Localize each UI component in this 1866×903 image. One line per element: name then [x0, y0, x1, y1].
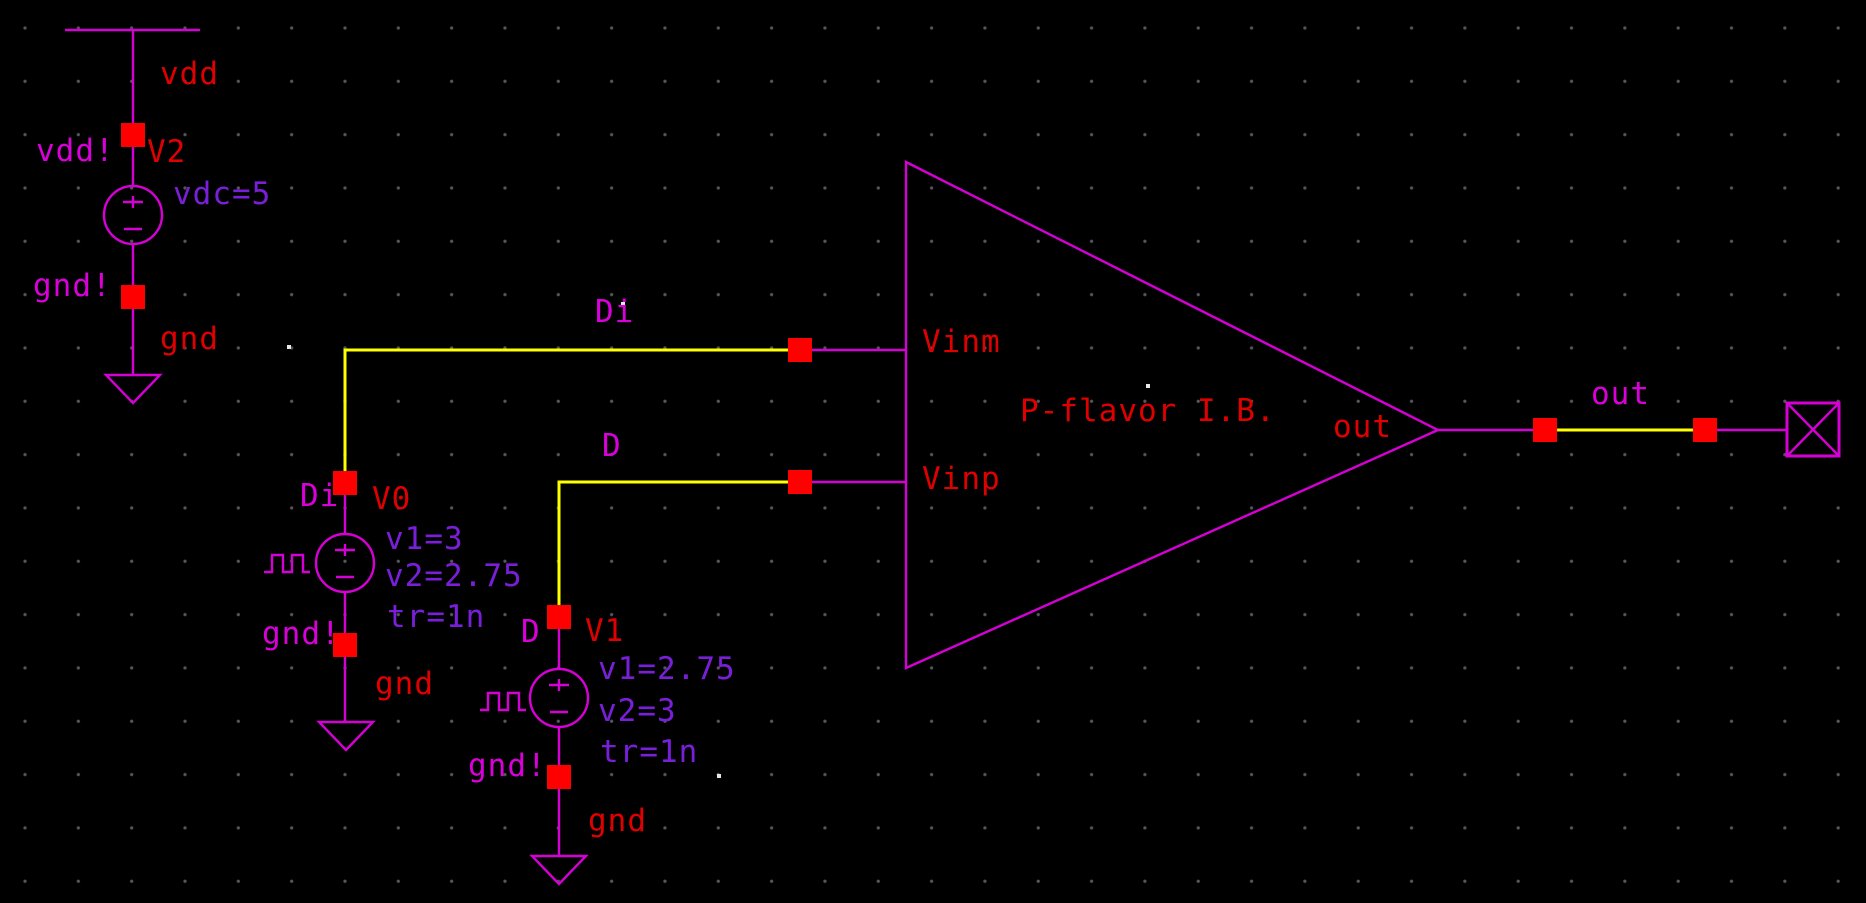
- pin-square[interactable]: [1533, 418, 1557, 442]
- major-grid-dot: [1146, 384, 1150, 388]
- param-label-v1[interactable]: v1=2.75: [598, 651, 736, 687]
- param-label-v1[interactable]: v1=3: [385, 521, 464, 557]
- net-label-gnd-global[interactable]: gnd!: [468, 748, 547, 784]
- pulse-waveform-icon: [264, 553, 310, 574]
- ground-icon[interactable]: [103, 373, 163, 405]
- voltage-source-v1-icon[interactable]: [528, 667, 590, 729]
- net-label-out[interactable]: out: [1591, 376, 1650, 412]
- pin-square[interactable]: [547, 605, 571, 629]
- amplifier-symbol[interactable]: [904, 160, 1441, 670]
- pin-label-gnd[interactable]: gnd: [160, 321, 219, 357]
- pin-label-vdd[interactable]: vdd: [160, 56, 219, 92]
- ground-icon[interactable]: [529, 854, 589, 886]
- major-grid-dot: [717, 774, 721, 778]
- instance-label-v2[interactable]: V2: [147, 134, 187, 170]
- net-label-di[interactable]: Di: [595, 294, 635, 330]
- instance-label-v0[interactable]: V0: [372, 481, 412, 517]
- major-grid-dot: [287, 345, 291, 349]
- pin-square[interactable]: [121, 285, 145, 309]
- pin-square[interactable]: [121, 123, 145, 147]
- instance-label-v1[interactable]: V1: [585, 613, 625, 649]
- pin-label-out[interactable]: out: [1333, 409, 1392, 445]
- net-label-d[interactable]: D: [602, 428, 622, 464]
- pin-square[interactable]: [1693, 418, 1717, 442]
- pulse-waveform-icon: [480, 691, 526, 712]
- pin-label-gnd[interactable]: gnd: [588, 803, 647, 839]
- wire-di-net[interactable]: [343, 348, 788, 473]
- major-grid-dot: [621, 302, 625, 306]
- param-label-v2[interactable]: v2=2.75: [385, 558, 523, 594]
- voltage-source-v0-icon[interactable]: [314, 532, 376, 594]
- pin-label-gnd[interactable]: gnd: [375, 666, 434, 702]
- param-label-tr[interactable]: tr=1n: [600, 734, 699, 770]
- output-port-icon[interactable]: [1785, 401, 1841, 458]
- pin-square[interactable]: [333, 633, 357, 657]
- pin-square[interactable]: [547, 765, 571, 789]
- pin-label-vinp[interactable]: Vinp: [922, 461, 1001, 497]
- plus-icon: [335, 544, 355, 556]
- pin-square[interactable]: [333, 471, 357, 495]
- param-label-tr[interactable]: tr=1n: [387, 599, 486, 635]
- wire-d-net[interactable]: [557, 480, 788, 606]
- pin-label-vinm[interactable]: Vinm: [922, 324, 1001, 360]
- net-label-vdd-global[interactable]: vdd!: [36, 133, 115, 169]
- plus-icon: [123, 196, 143, 208]
- param-label-vdc[interactable]: vdc=5: [173, 176, 272, 212]
- net-label-gnd-global[interactable]: gnd!: [33, 268, 112, 304]
- voltage-source-v2-icon[interactable]: [102, 184, 164, 246]
- ground-icon[interactable]: [316, 720, 376, 752]
- net-label-d-pin[interactable]: D: [521, 614, 541, 650]
- net-label-gnd-global[interactable]: gnd!: [262, 616, 341, 652]
- amplifier-title[interactable]: P-flavor I.B.: [1020, 393, 1276, 429]
- net-label-di-pin[interactable]: Di: [300, 478, 340, 514]
- pin-square[interactable]: [788, 470, 812, 494]
- plus-icon: [549, 679, 569, 691]
- param-label-v2[interactable]: v2=3: [598, 693, 677, 729]
- pin-square[interactable]: [788, 338, 812, 362]
